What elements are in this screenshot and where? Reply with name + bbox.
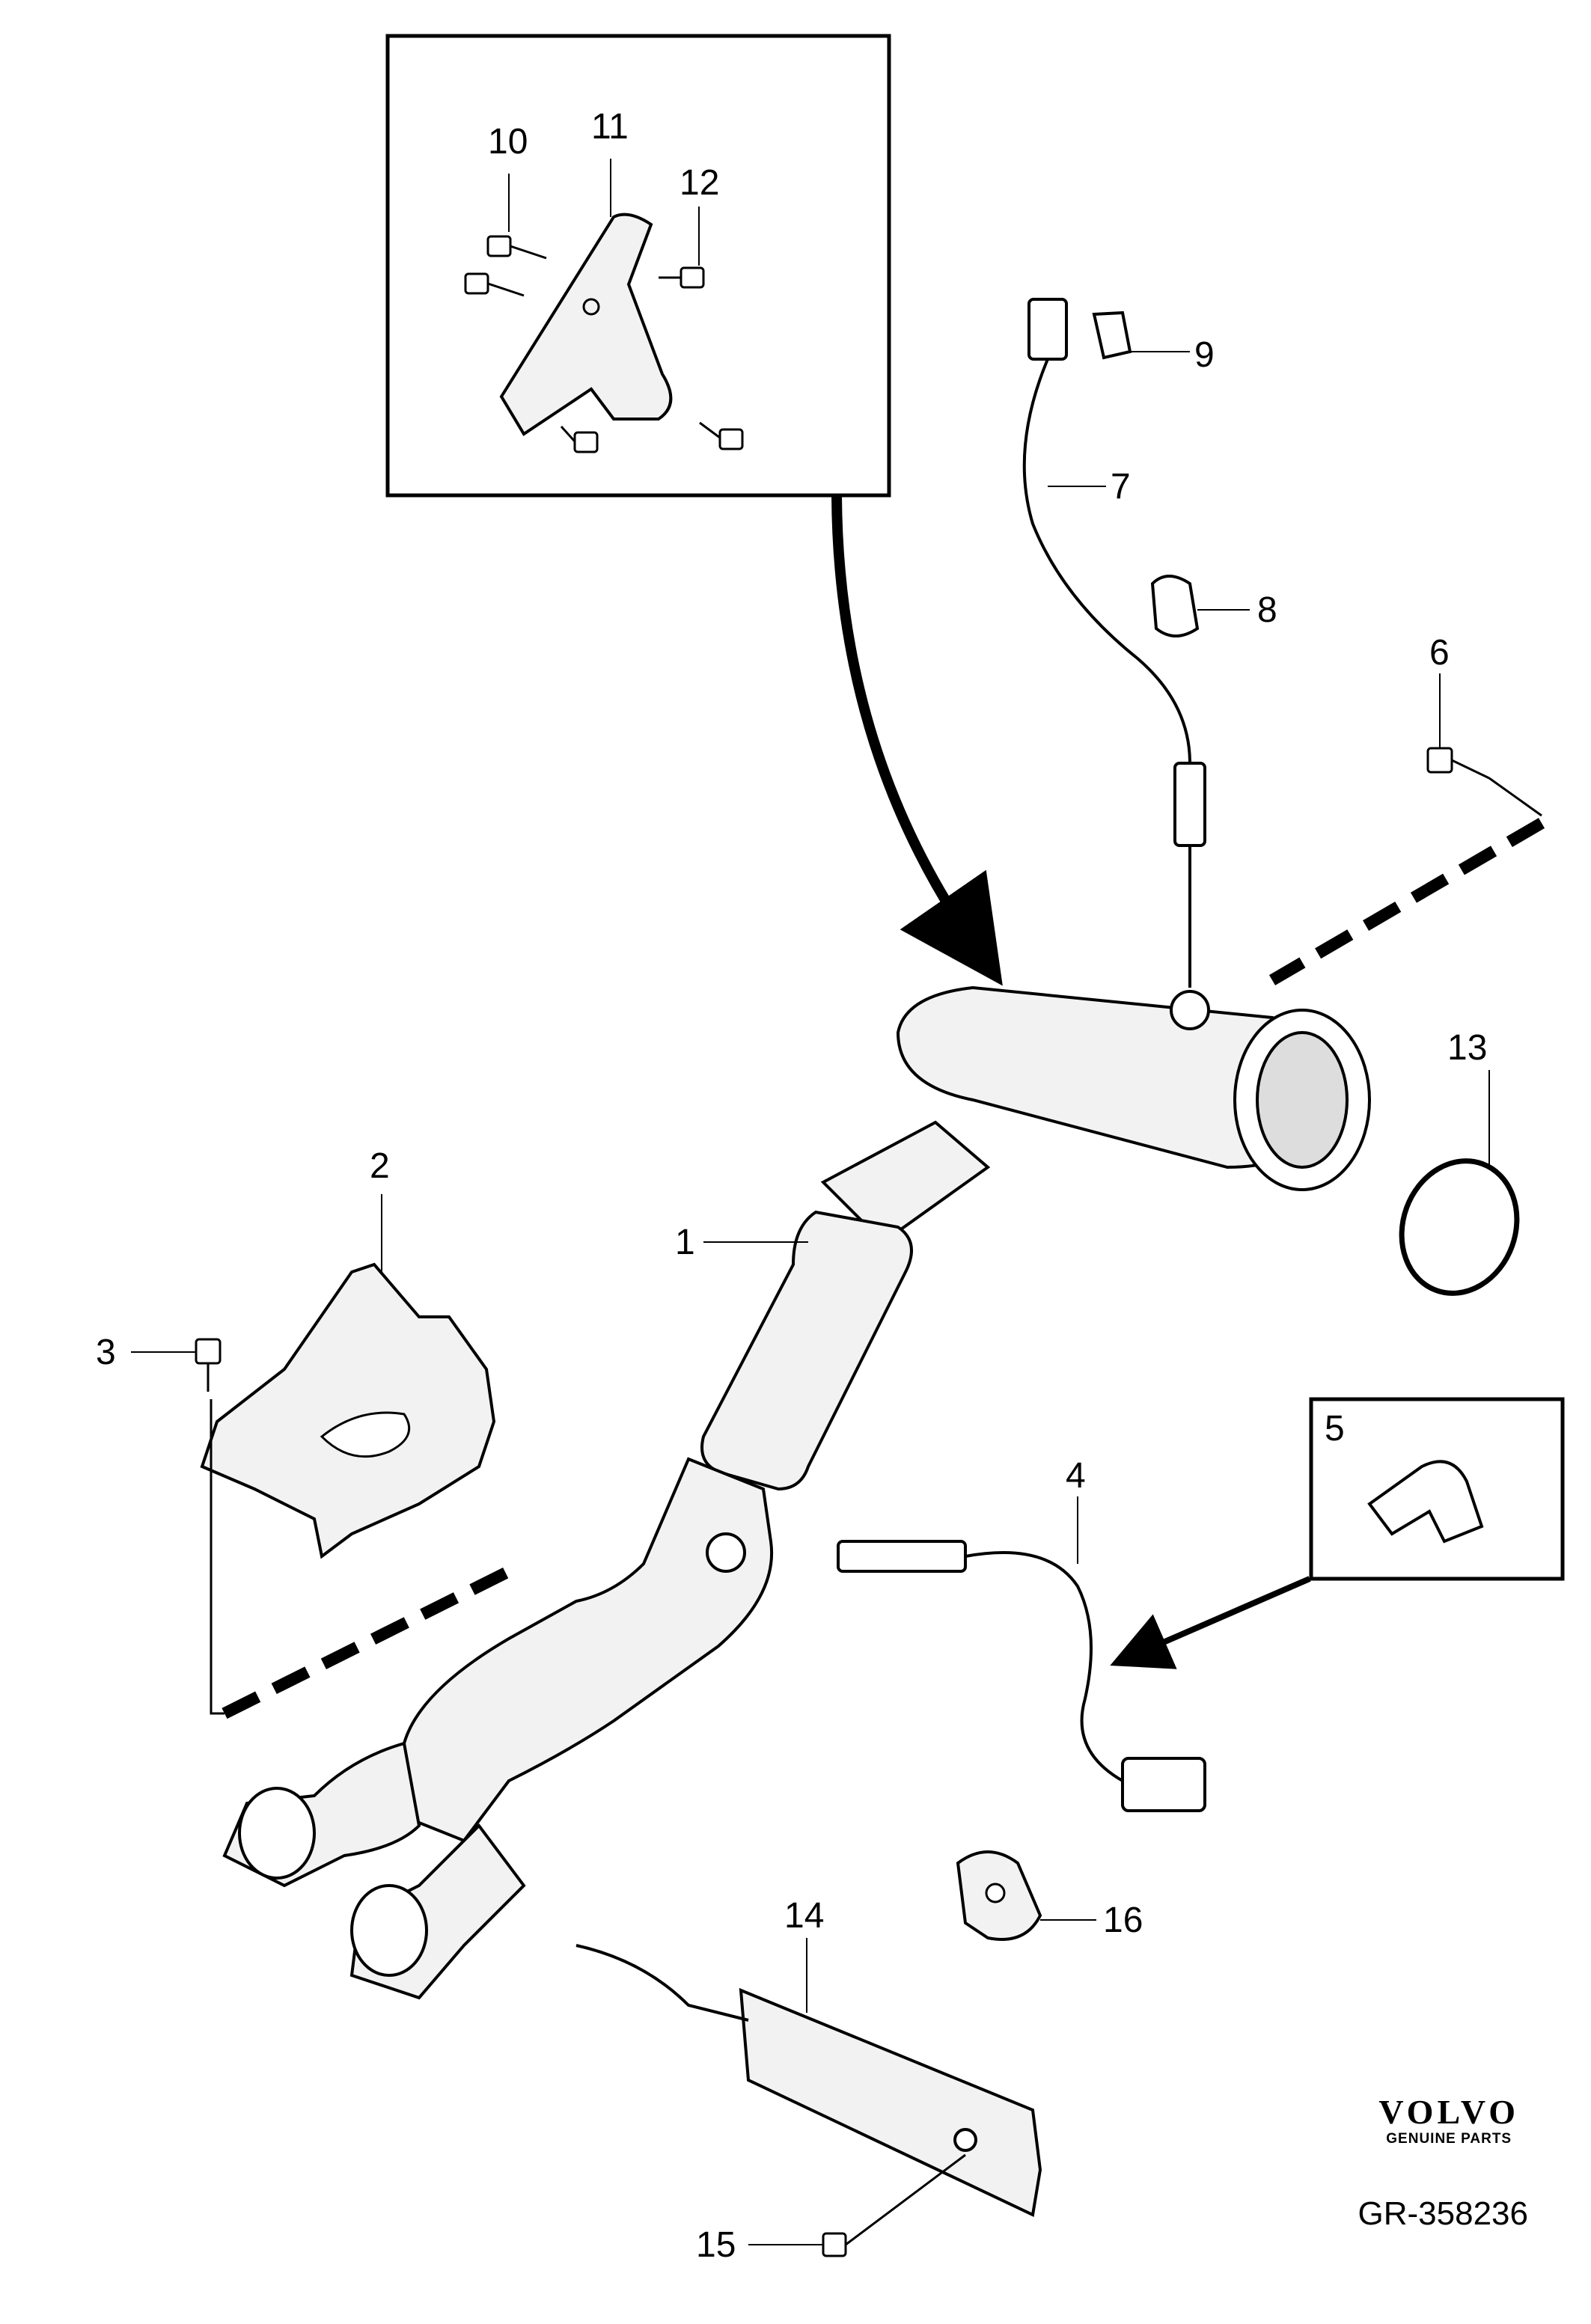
bolt-icon[interactable] [195, 1338, 222, 1392]
catalytic-converter-pipe[interactable] [222, 985, 1371, 2000]
brand-logo: VOLVO GENUINE PARTS [1378, 2094, 1519, 2147]
callout-11: 11 [591, 107, 629, 147]
bolt-icon[interactable] [1426, 747, 1490, 780]
callout-14: 14 [784, 1896, 824, 1936]
callout-5: 5 [1325, 1409, 1345, 1449]
oxygen-sensor-upstream[interactable] [1022, 298, 1206, 988]
brand-name: VOLVO [1378, 2093, 1519, 2131]
bolt-icon[interactable] [822, 2153, 966, 2257]
callout-16: 16 [1103, 1901, 1143, 1940]
inset-clip-box: 5 [1309, 1397, 1565, 1581]
bolt-icon[interactable] [464, 235, 744, 453]
callout-8: 8 [1257, 590, 1277, 630]
bracket-part[interactable] [499, 212, 673, 436]
connector-clip[interactable] [1092, 311, 1132, 360]
clip-part[interactable] [1367, 1460, 1484, 1544]
pointer-arrow [831, 495, 1003, 986]
callout-9: 9 [1194, 335, 1215, 375]
callout-12: 12 [680, 163, 719, 203]
callout-4: 4 [1066, 1456, 1086, 1496]
heat-shield[interactable] [200, 1262, 496, 1559]
inset-bracket-box: 10 11 12 [385, 34, 891, 498]
callout-1: 1 [675, 1223, 695, 1262]
bracket-with-pipe[interactable] [575, 1944, 1042, 2217]
callout-13: 13 [1447, 1028, 1487, 1068]
gasket-ring[interactable] [1384, 1145, 1536, 1309]
callout-2: 2 [370, 1146, 390, 1186]
brand-subtitle: GENUINE PARTS [1386, 2131, 1512, 2147]
diagram-reference: GR-358236 [1358, 2195, 1528, 2232]
callout-10: 10 [488, 122, 528, 162]
oxygen-sensor-downstream[interactable] [837, 1540, 1206, 1812]
clip-part[interactable] [1150, 575, 1200, 637]
callout-7: 7 [1111, 467, 1131, 507]
callout-15: 15 [696, 2225, 736, 2265]
callout-3: 3 [96, 1333, 116, 1372]
callout-6: 6 [1429, 633, 1450, 673]
